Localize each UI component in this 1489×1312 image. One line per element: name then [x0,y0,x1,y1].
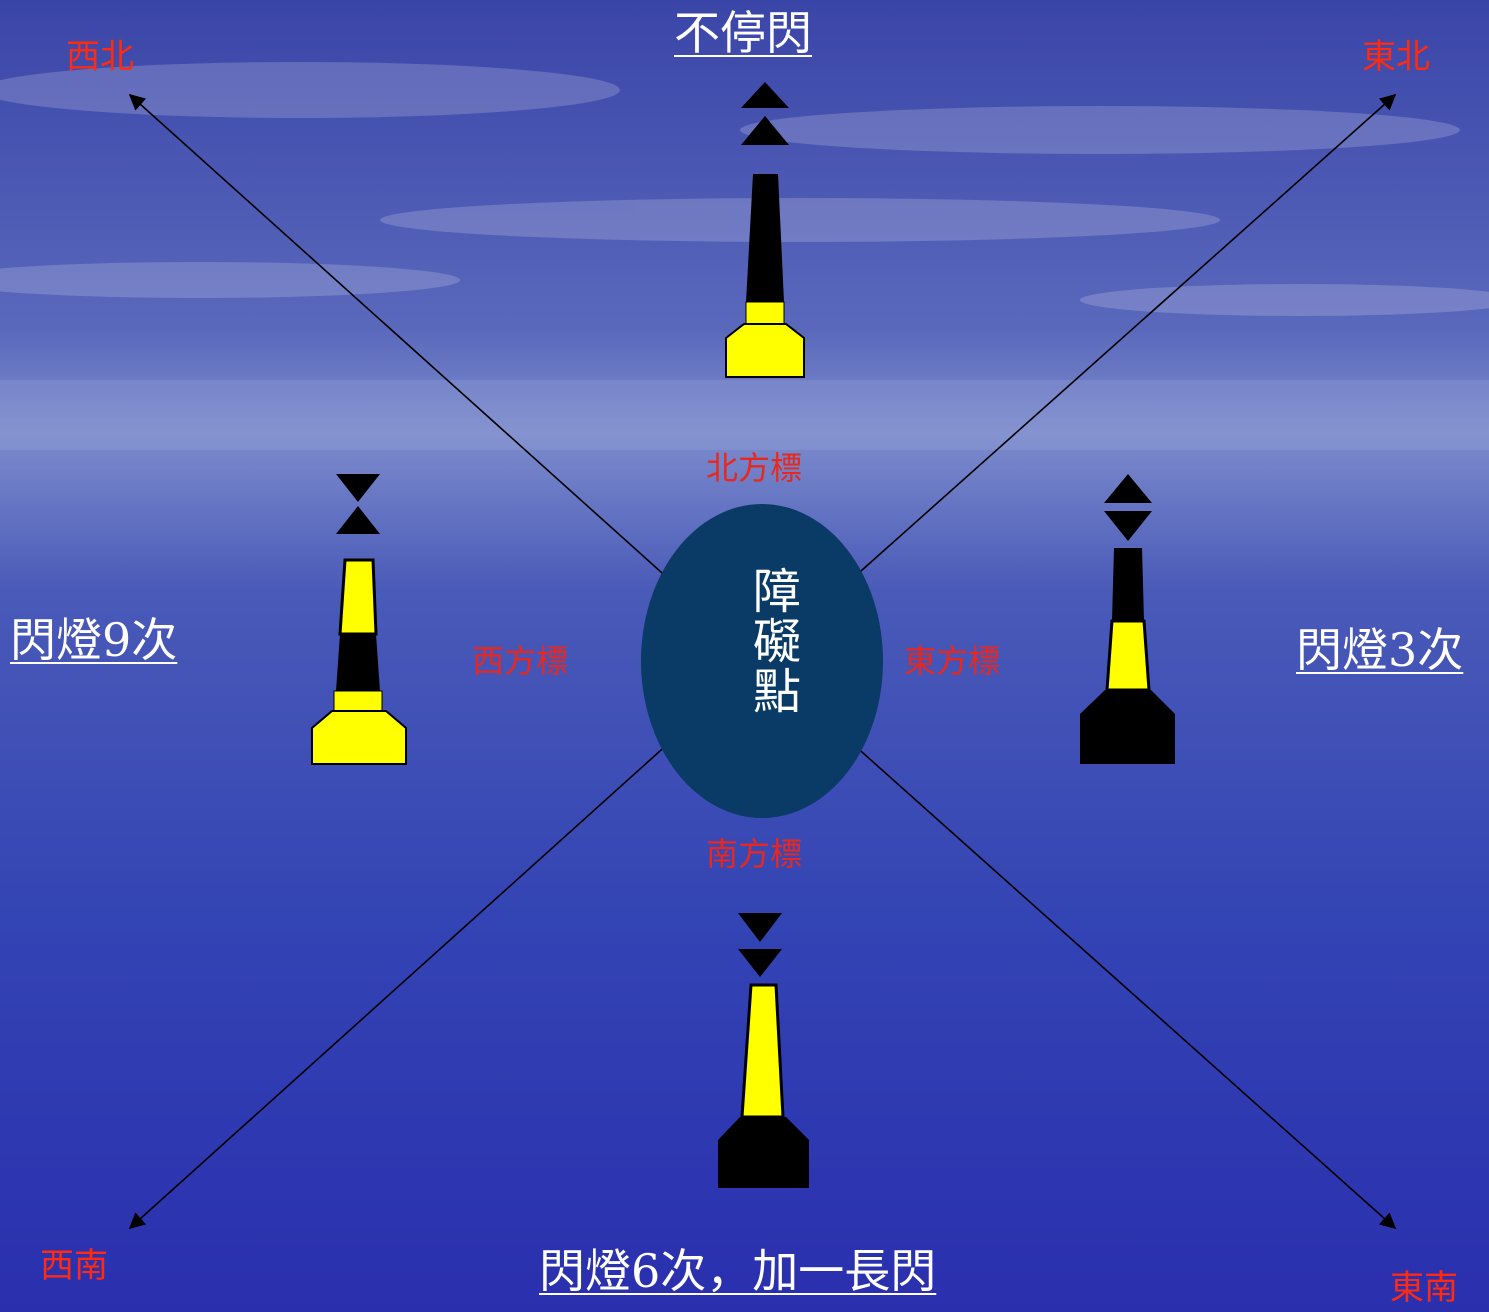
flash-label-north: 不停閃 [674,6,812,60]
cloud-wisps [0,62,1489,316]
mark-label-east: 東方標 [904,642,1001,680]
direction-label-northwest: 西北 [66,37,134,77]
east-topmark-upper-cone [1104,474,1152,503]
north-topmark-lower-cone [741,116,789,145]
south-cardinal-buoy [718,913,809,1188]
east-topmark-lower-cone [1104,511,1152,541]
south-buoy-body-black [718,1117,809,1188]
south-topmark-upper-cone [738,913,782,942]
south-topmark-lower-cone [738,949,782,977]
east-buoy-mast-yellow-band [1105,619,1151,692]
arrow-northwest [128,93,761,662]
west-buoy-body-yellow [311,710,407,765]
north-topmark-upper-cone [741,82,789,108]
west-topmark-lower-cone [336,506,380,534]
east-cardinal-buoy [1080,474,1175,764]
east-buoy-body-black [1080,690,1175,764]
west-topmark-upper-cone [336,474,380,502]
north-buoy-body-yellow [725,323,805,378]
obstacle-label: 障礙點 [744,566,800,716]
direction-label-northeast: 東北 [1362,37,1430,77]
flash-label-west: 閃燈9次 [10,613,178,667]
north-buoy-yellow-band [745,301,785,325]
west-buoy-mast-black-band [336,634,380,691]
obstacle-ellipse [641,504,883,818]
east-buoy-mast-black-top [1112,548,1144,621]
mark-label-north: 北方標 [706,449,803,487]
west-cardinal-buoy [311,474,407,765]
south-buoy-mast-yellow [740,983,785,1119]
flash-label-east: 閃燈3次 [1296,623,1464,677]
flash-label-south: 閃燈6次，加一長閃 [539,1244,937,1298]
direction-label-southeast: 東南 [1390,1268,1458,1308]
arrow-southwest [128,660,761,1230]
west-buoy-yellow-band [333,690,383,712]
mark-label-south: 南方標 [706,835,803,873]
arrow-northeast [759,93,1397,662]
direction-label-southwest: 西南 [40,1246,108,1286]
mark-label-west: 西方標 [472,642,569,680]
north-cardinal-buoy [725,82,805,378]
horizon-glow [0,380,1489,450]
west-buoy-mast-yellow-top [338,558,378,636]
arrow-southeast [759,660,1397,1230]
direction-arrows [128,93,1397,1230]
north-buoy-mast-black [746,174,784,302]
